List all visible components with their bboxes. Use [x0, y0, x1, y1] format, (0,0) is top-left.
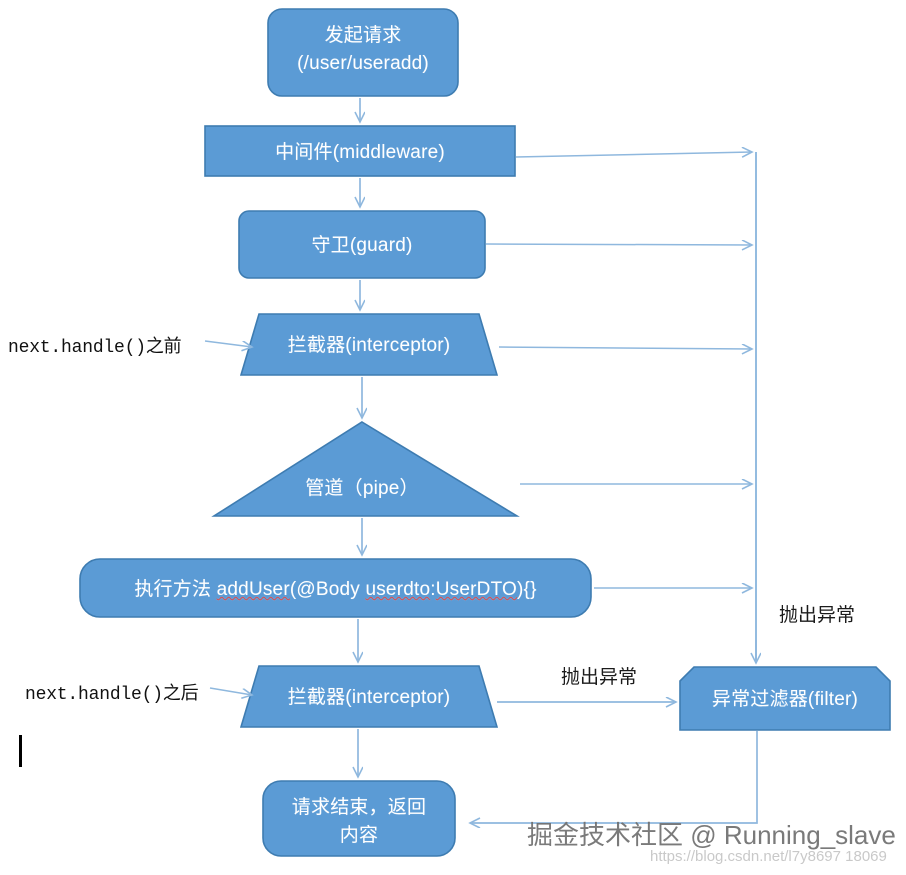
text-cursor — [19, 735, 22, 767]
node-pipe[interactable] — [211, 421, 520, 517]
edge-after-handle-annotation — [209, 687, 252, 695]
annotation-after-handle: next.handle()之后 — [25, 685, 199, 705]
node-filter[interactable] — [679, 666, 891, 731]
node-guard[interactable] — [238, 210, 486, 279]
edge-before-handle-annotation — [204, 340, 252, 347]
node-request[interactable] — [267, 8, 459, 97]
edge-interceptor-before-to-trunk — [498, 347, 752, 349]
edge-filter-to-response — [470, 731, 758, 823]
edge-label-throw-exception-bottom: 抛出异常 — [561, 667, 638, 688]
watermark-credit: 掘金技术社区 @ Running_slave — [527, 820, 896, 850]
edge-middleware-to-trunk — [515, 152, 752, 157]
node-response[interactable] — [262, 780, 456, 857]
edge-label-throw-exception-right: 抛出异常 — [779, 605, 856, 626]
node-interceptor-before[interactable] — [239, 313, 499, 376]
edge-guard-to-trunk — [485, 244, 752, 245]
annotation-before-handle: next.handle()之前 — [8, 338, 182, 358]
node-interceptor-after[interactable] — [239, 665, 499, 728]
node-middleware[interactable] — [204, 125, 516, 177]
watermark-url: https://blog.csdn.net/l7y8697 18069 — [650, 848, 887, 865]
node-handler[interactable] — [79, 558, 592, 618]
